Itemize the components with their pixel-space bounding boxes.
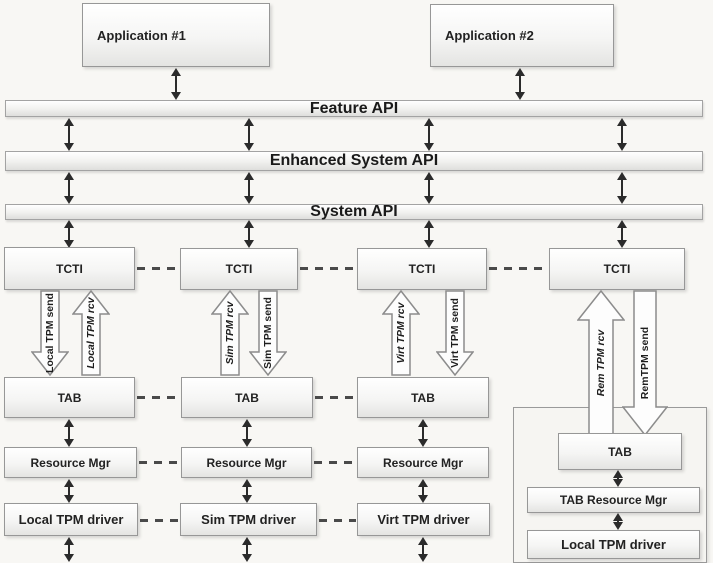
- double-arrow: [613, 470, 623, 487]
- sim-tpm-send-arrow: [249, 290, 287, 376]
- driver-label: Sim TPM driver: [201, 512, 296, 527]
- resource-mgr-box-2: Resource Mgr: [181, 447, 312, 478]
- local-tpm-rcv-label: Local TPM rcv: [85, 297, 97, 369]
- double-arrow: [244, 220, 254, 248]
- sim-tpm-rcv-label: Sim TPM rcv: [224, 301, 236, 365]
- tab-box-3: TAB: [357, 377, 489, 418]
- tab-resource-mgr-label: TAB Resource Mgr: [559, 493, 668, 507]
- sim-tpm-send-label: Sim TPM send: [262, 297, 274, 369]
- tcti-box-4: TCTI: [549, 248, 685, 290]
- remote-tab-box: TAB: [558, 433, 682, 470]
- tcti-box-1: TCTI: [4, 247, 135, 290]
- double-arrow-app1-feature: [171, 68, 181, 100]
- resource-mgr-label: Resource Mgr: [206, 455, 287, 470]
- double-arrow: [242, 537, 252, 562]
- dashed-connector: [489, 267, 548, 270]
- double-arrow: [64, 220, 74, 248]
- rem-tpm-rcv-label: Rem TPM rcv: [595, 329, 607, 397]
- double-arrow: [424, 172, 434, 204]
- dashed-connector: [315, 396, 356, 399]
- dashed-connector: [137, 396, 180, 399]
- double-arrow: [242, 479, 252, 503]
- double-arrow: [244, 172, 254, 204]
- tcti-label: TCTI: [603, 262, 631, 276]
- sim-tpm-rcv-arrow: [211, 290, 249, 376]
- virt-tpm-send-label: Virt TPM send: [449, 298, 461, 368]
- dashed-connector: [300, 267, 356, 270]
- driver-label: Virt TPM driver: [377, 512, 470, 527]
- rem-tpm-send-label: RemTPM send: [639, 326, 651, 400]
- double-arrow: [64, 172, 74, 204]
- double-arrow: [418, 419, 428, 447]
- application-1-box: Application #1: [82, 3, 270, 67]
- application-1-label: Application #1: [97, 27, 186, 43]
- local-tpm-driver-box: Local TPM driver: [4, 503, 138, 536]
- feature-api-label: Feature API: [309, 99, 399, 117]
- dashed-connector: [319, 519, 356, 522]
- tab-label: TAB: [57, 390, 82, 405]
- feature-api-bar: Feature API: [5, 100, 703, 117]
- tab-resource-mgr-box: TAB Resource Mgr: [527, 487, 700, 513]
- double-arrow: [424, 118, 434, 151]
- enhanced-system-api-label: Enhanced System API: [269, 152, 439, 169]
- double-arrow: [617, 220, 627, 248]
- tab-box-1: TAB: [4, 377, 135, 418]
- system-api-label: System API: [310, 203, 398, 220]
- enhanced-system-api-bar: Enhanced System API: [5, 151, 703, 171]
- tcti-label: TCTI: [56, 261, 83, 276]
- double-arrow: [424, 220, 434, 248]
- resource-mgr-label: Resource Mgr: [382, 455, 464, 470]
- rem-tpm-send-arrow: [622, 290, 668, 436]
- double-arrow: [418, 479, 428, 503]
- dashed-connector: [137, 267, 179, 270]
- resource-mgr-box-1: Resource Mgr: [4, 447, 137, 478]
- tab-label: TAB: [235, 390, 259, 405]
- double-arrow: [64, 419, 74, 447]
- virt-tpm-send-arrow: [436, 290, 474, 376]
- tcti-label: TCTI: [408, 262, 436, 276]
- resource-mgr-box-3: Resource Mgr: [357, 447, 489, 478]
- double-arrow: [617, 118, 627, 151]
- sim-tpm-driver-box: Sim TPM driver: [180, 503, 317, 536]
- virt-tpm-rcv-label: Virt TPM rcv: [395, 302, 407, 364]
- resource-mgr-label: Resource Mgr: [30, 455, 111, 470]
- driver-label: Local TPM driver: [561, 537, 666, 552]
- double-arrow: [613, 513, 623, 530]
- dashed-connector: [314, 461, 356, 464]
- local-tpm-send-arrow: [31, 290, 69, 376]
- double-arrow: [242, 419, 252, 447]
- tab-label: TAB: [411, 390, 435, 405]
- double-arrow: [244, 118, 254, 151]
- virt-tpm-rcv-arrow: [382, 290, 420, 376]
- dashed-connector: [139, 461, 180, 464]
- system-api-bar: System API: [5, 203, 703, 220]
- tab-label: TAB: [608, 444, 632, 459]
- double-arrow: [64, 537, 74, 562]
- double-arrow: [617, 172, 627, 204]
- double-arrow: [64, 118, 74, 151]
- double-arrow: [418, 537, 428, 562]
- local-tpm-send-label: Local TPM send: [44, 293, 56, 373]
- driver-label: Local TPM driver: [18, 512, 124, 527]
- tab-box-2: TAB: [181, 377, 313, 418]
- double-arrow: [64, 479, 74, 503]
- local-tpm-rcv-arrow: [72, 290, 110, 376]
- virt-tpm-driver-box: Virt TPM driver: [357, 503, 490, 536]
- tcti-box-2: TCTI: [180, 248, 298, 290]
- application-2-label: Application #2: [445, 28, 534, 43]
- tcti-label: TCTI: [225, 262, 253, 276]
- tcti-box-3: TCTI: [357, 248, 487, 290]
- double-arrow-app2-feature: [515, 68, 525, 100]
- application-2-box: Application #2: [430, 4, 614, 67]
- remote-local-tpm-driver-box: Local TPM driver: [527, 530, 700, 559]
- dashed-connector: [140, 519, 179, 522]
